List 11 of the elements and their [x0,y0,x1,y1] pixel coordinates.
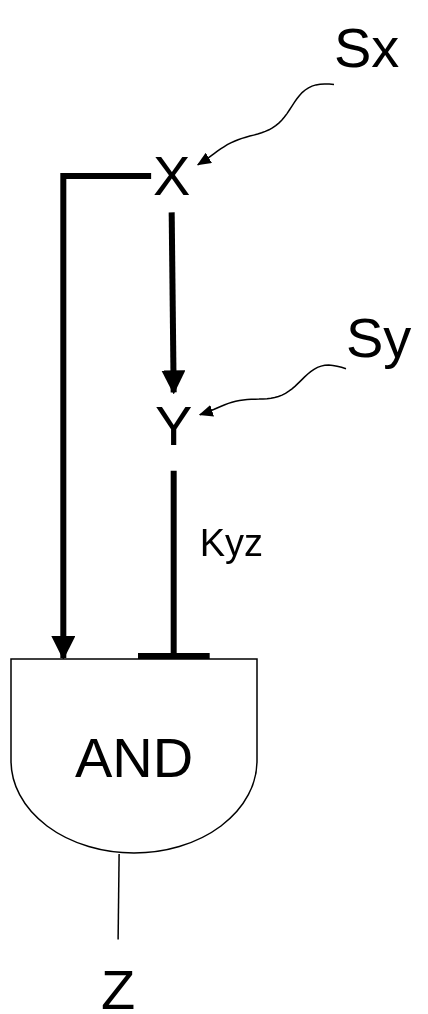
wavy-arrow [196,83,335,166]
arrow [51,173,152,660]
gene-label: Z [101,962,136,1014]
inhibition-line [137,470,210,661]
arrow [161,212,186,395]
gene-label: X [153,148,191,204]
wavy-arrow [198,364,347,417]
signal-label: Sx [334,20,400,76]
and-gate: AND [10,658,258,854]
gene-label: Y [155,398,193,454]
connector-line [117,853,120,941]
